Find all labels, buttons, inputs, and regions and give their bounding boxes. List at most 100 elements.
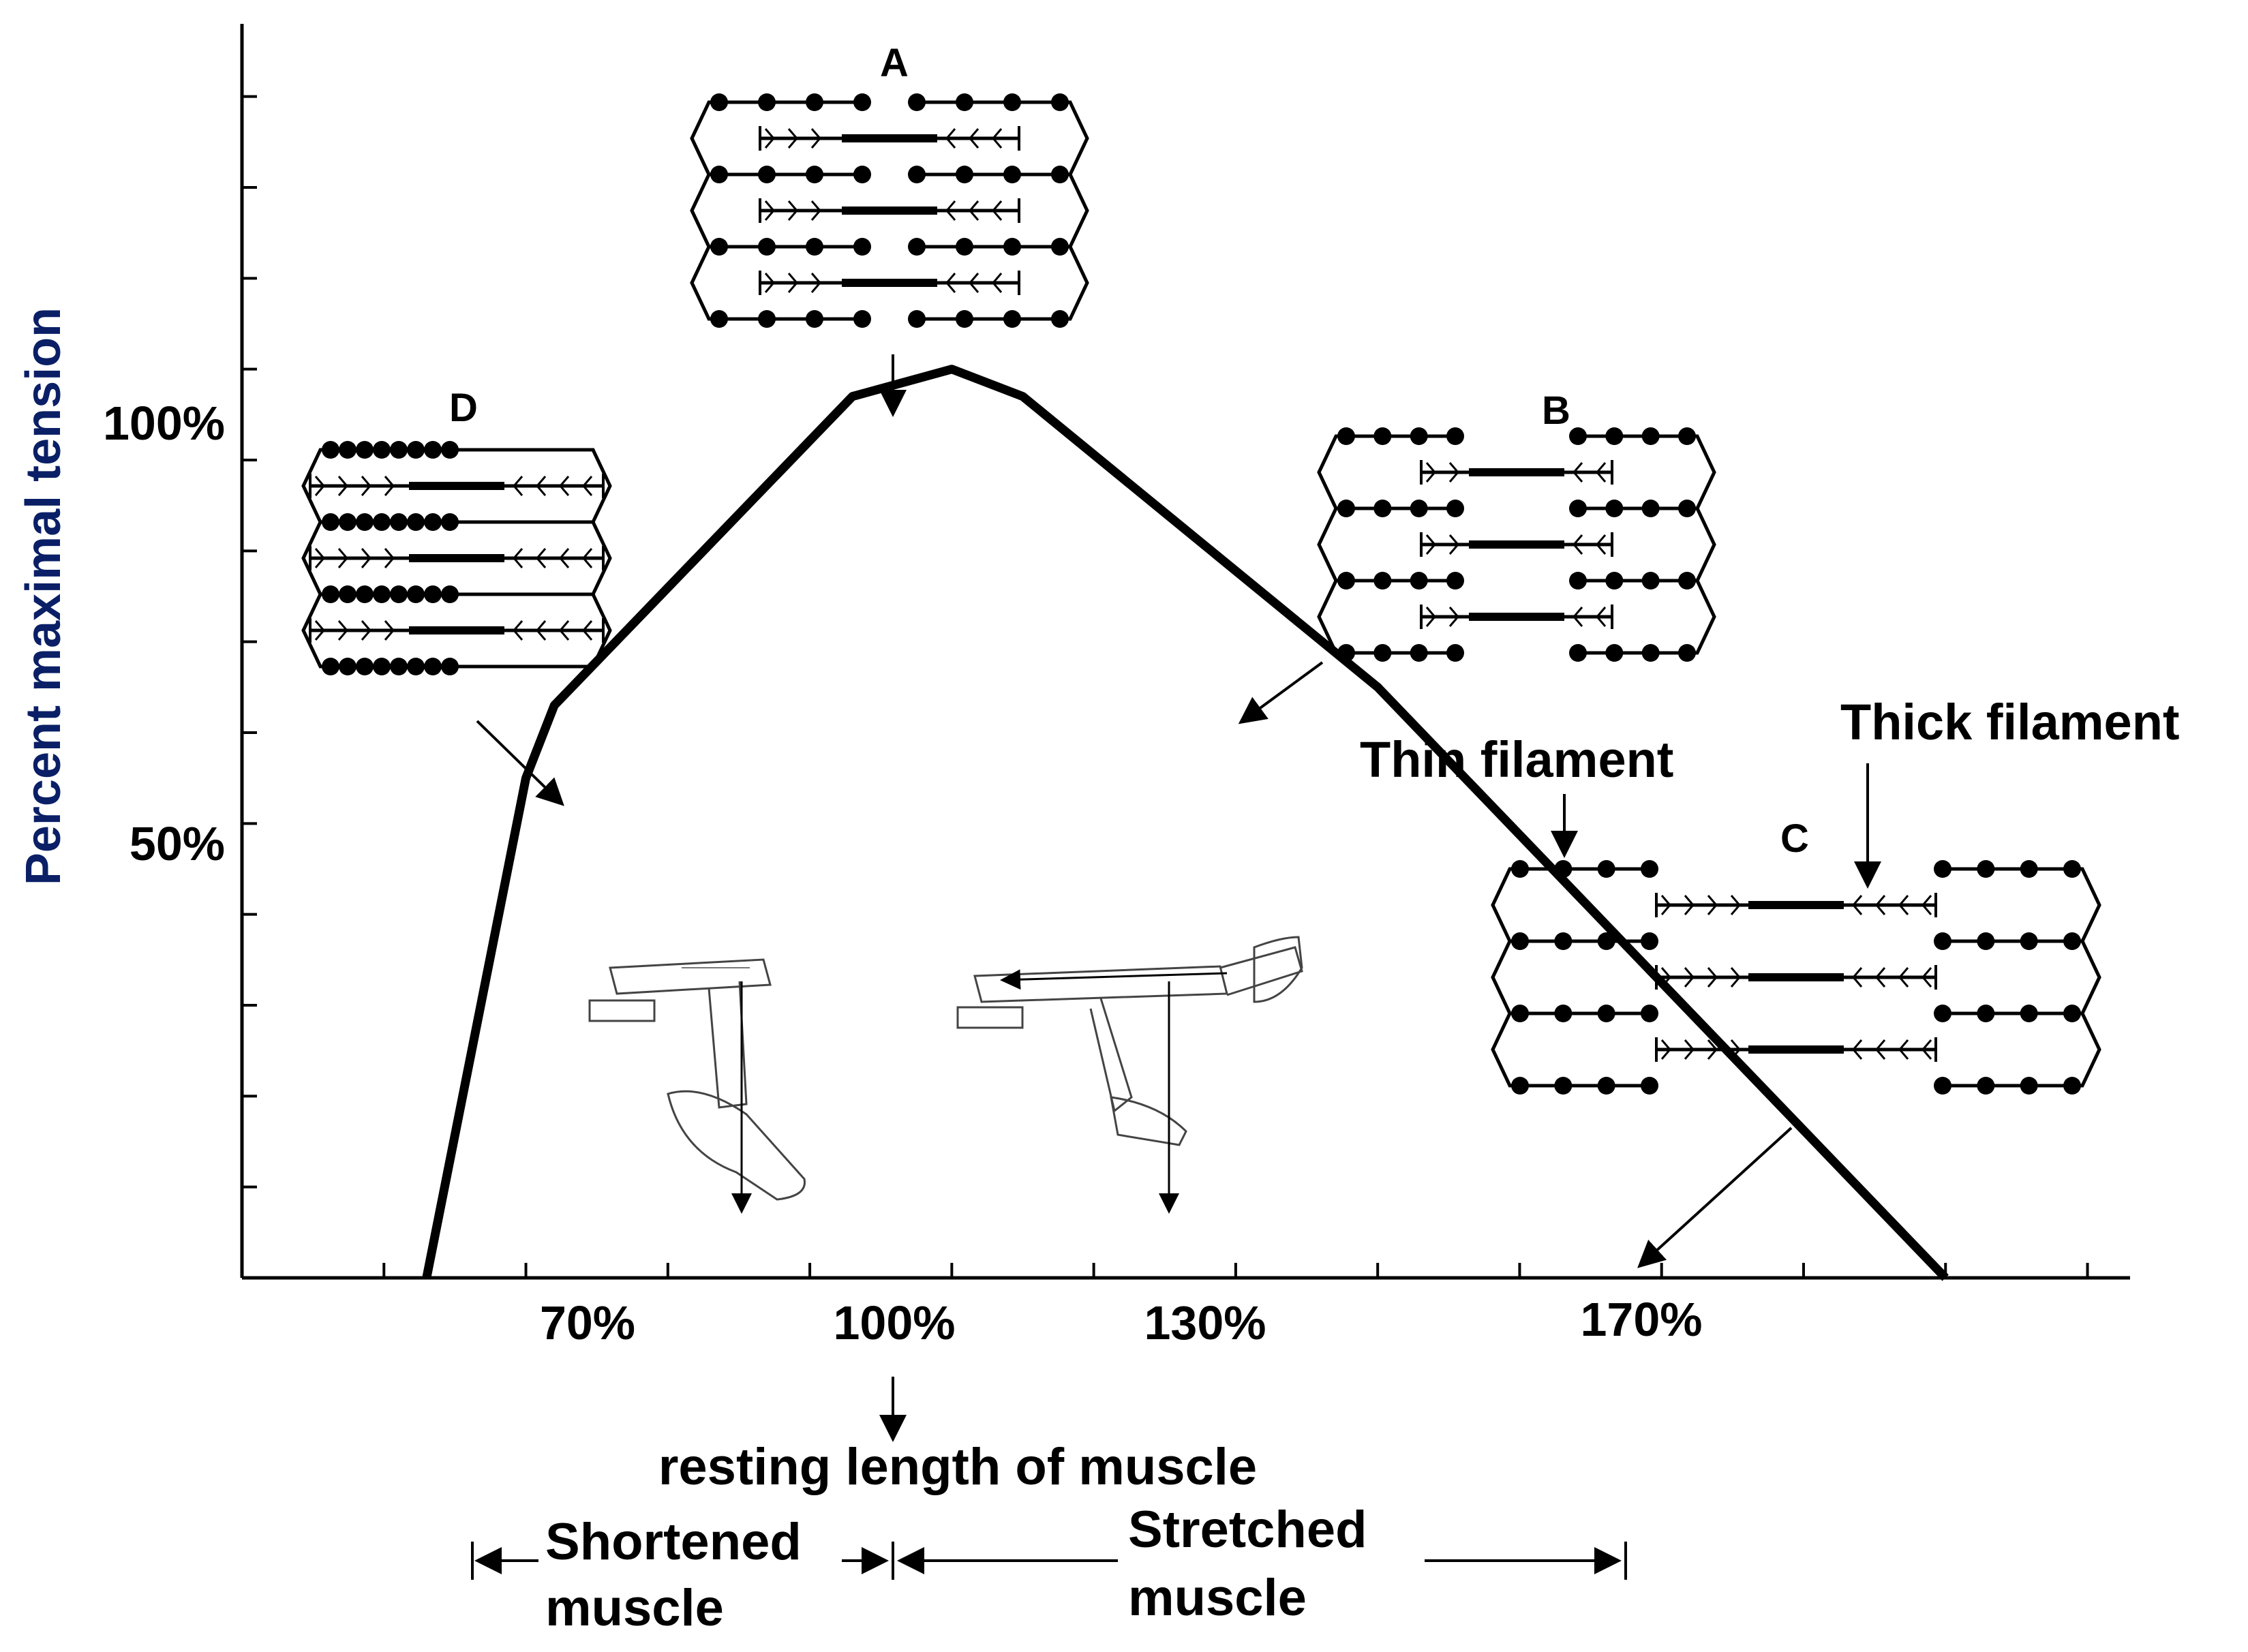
myosin-head bbox=[559, 548, 570, 568]
myosin-head bbox=[1875, 967, 1886, 988]
myosin-head bbox=[1573, 534, 1583, 555]
actin-bead bbox=[1511, 932, 1529, 950]
myosin-head bbox=[810, 128, 821, 149]
x-tick-label-170: 170% bbox=[1580, 1293, 1702, 1346]
actin-bead bbox=[806, 93, 823, 111]
thin-filament-outline bbox=[1491, 867, 1656, 943]
actin-bead bbox=[1641, 427, 1660, 445]
myosin-head bbox=[582, 476, 593, 496]
leg-sketch-bent bbox=[588, 958, 806, 1214]
myosin-head bbox=[787, 128, 798, 149]
actin-bead bbox=[1554, 1005, 1573, 1022]
myosin-head bbox=[536, 476, 547, 496]
myosin-head bbox=[536, 548, 547, 568]
myosin-head bbox=[1448, 607, 1459, 627]
actin-bead bbox=[2063, 1077, 2081, 1095]
myosin-head bbox=[1875, 895, 1886, 915]
myosin-head bbox=[1684, 967, 1695, 988]
myosin-head bbox=[810, 273, 821, 293]
myosin-head bbox=[1425, 607, 1436, 627]
y-tick-label-50: 50% bbox=[130, 817, 225, 870]
actin-bead bbox=[2020, 932, 2038, 950]
myosin-head bbox=[361, 476, 371, 496]
myosin-head bbox=[314, 476, 325, 496]
myosin-head bbox=[945, 273, 956, 293]
actin-bead bbox=[1003, 238, 1021, 256]
actin-bead bbox=[710, 238, 728, 256]
myosin-head bbox=[1448, 462, 1459, 483]
myosin-head bbox=[513, 548, 523, 568]
actin-bead bbox=[1597, 1005, 1615, 1022]
actin-bead bbox=[758, 238, 776, 256]
thin-filament-outline bbox=[457, 592, 612, 669]
myosin-head bbox=[787, 200, 798, 221]
actin-bead bbox=[1410, 644, 1428, 662]
actin-bead bbox=[1554, 860, 1573, 878]
myosin-head bbox=[1707, 967, 1718, 988]
myosin-head bbox=[1573, 462, 1583, 483]
actin-bead bbox=[1977, 932, 1995, 950]
actin-bead bbox=[322, 585, 339, 603]
tension-curve bbox=[422, 365, 1949, 1281]
actin-bead bbox=[1934, 1077, 1951, 1095]
actin-bead bbox=[1597, 860, 1615, 878]
myosin-head bbox=[1596, 607, 1607, 627]
myosin-head bbox=[337, 548, 348, 568]
actin-bead bbox=[2020, 860, 2038, 878]
actin-bead bbox=[1605, 644, 1624, 662]
actin-bead bbox=[1337, 572, 1355, 590]
inset-d-sarcomere-diagram bbox=[301, 441, 612, 675]
actin-bead bbox=[356, 513, 374, 531]
actin-bead bbox=[758, 93, 776, 111]
thin-filament-outline bbox=[1936, 867, 2101, 943]
actin-bead bbox=[1569, 572, 1587, 590]
actin-bead bbox=[407, 513, 425, 531]
actin-bead bbox=[1977, 1005, 1995, 1022]
myosin-head bbox=[1448, 534, 1459, 555]
actin-bead bbox=[339, 513, 356, 531]
actin-bead bbox=[1934, 860, 1951, 878]
actin-bead bbox=[1337, 644, 1355, 662]
actin-bead bbox=[339, 585, 356, 603]
stretched-label-line2: muscle bbox=[1128, 1569, 1307, 1627]
actin-bead bbox=[390, 513, 408, 531]
actin-bead bbox=[339, 441, 356, 459]
x-minor-ticks bbox=[382, 1263, 2089, 1278]
actin-bead bbox=[1641, 1077, 1658, 1095]
myosin-head bbox=[1660, 895, 1671, 915]
inset-a-sarcomere bbox=[690, 93, 1089, 328]
actin-bead bbox=[1934, 1005, 1951, 1022]
inset-d-label: D bbox=[449, 386, 478, 430]
myosin-head bbox=[1922, 1039, 1932, 1060]
myosin-head bbox=[787, 273, 798, 293]
actin-bead bbox=[1641, 932, 1658, 950]
actin-bead bbox=[322, 441, 339, 459]
actin-bead bbox=[2063, 932, 2081, 950]
actin-bead bbox=[424, 441, 442, 459]
myosin-head bbox=[559, 620, 570, 641]
inset-b-sarcomere-diagram bbox=[1317, 427, 1716, 662]
thin-filament-outline bbox=[1491, 1011, 1656, 1088]
actin-bead bbox=[424, 513, 442, 531]
actin-bead bbox=[908, 93, 926, 111]
myosin-head bbox=[384, 476, 395, 496]
y-axis-label: Percent maximal tension bbox=[16, 307, 71, 885]
actin-bead bbox=[1569, 500, 1587, 517]
myosin-head bbox=[1684, 895, 1695, 915]
myosin-head bbox=[337, 620, 348, 641]
actin-bead bbox=[956, 166, 973, 183]
actin-bead bbox=[806, 238, 823, 256]
actin-bead bbox=[424, 658, 442, 675]
myosin-head bbox=[992, 128, 1003, 149]
actin-bead bbox=[1605, 500, 1624, 517]
actin-bead bbox=[1410, 500, 1428, 517]
myosin-head bbox=[1875, 1039, 1886, 1060]
actin-bead bbox=[1597, 1077, 1615, 1095]
actin-bead bbox=[710, 166, 728, 183]
actin-bead bbox=[1337, 500, 1355, 517]
actin-bead bbox=[908, 166, 926, 183]
stretched-label-line1: Stretched bbox=[1128, 1501, 1367, 1559]
actin-bead bbox=[390, 658, 408, 675]
actin-bead bbox=[322, 658, 339, 675]
myosin-head bbox=[1852, 1039, 1863, 1060]
